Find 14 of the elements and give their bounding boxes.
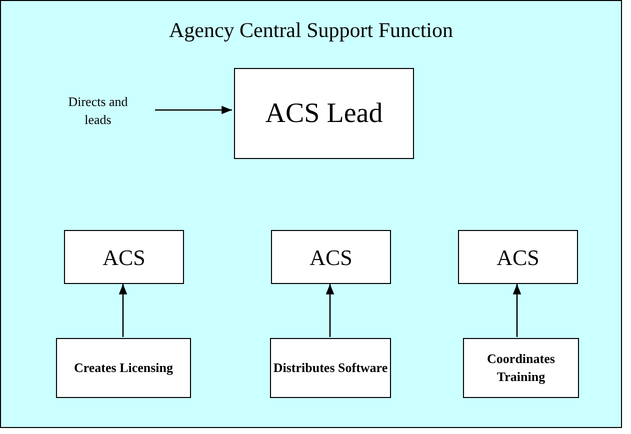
arrow [326, 284, 334, 337]
task-box: Distributes Software [270, 338, 391, 398]
annotation-text: Directs and leads [63, 93, 133, 129]
panel-background [0, 0, 622, 428]
task-box: Coordinates Training [463, 338, 579, 398]
arrow [155, 106, 232, 114]
unit-box: ACS [64, 230, 184, 284]
unit-box: ACS [458, 230, 578, 284]
title: Agency Central Support Function [168, 18, 454, 42]
arrow [512, 284, 522, 337]
arrow [118, 284, 128, 337]
task-box: Creates Licensing [56, 338, 191, 398]
lead-box: ACS Lead [234, 68, 414, 159]
unit-box: ACS [271, 230, 391, 284]
